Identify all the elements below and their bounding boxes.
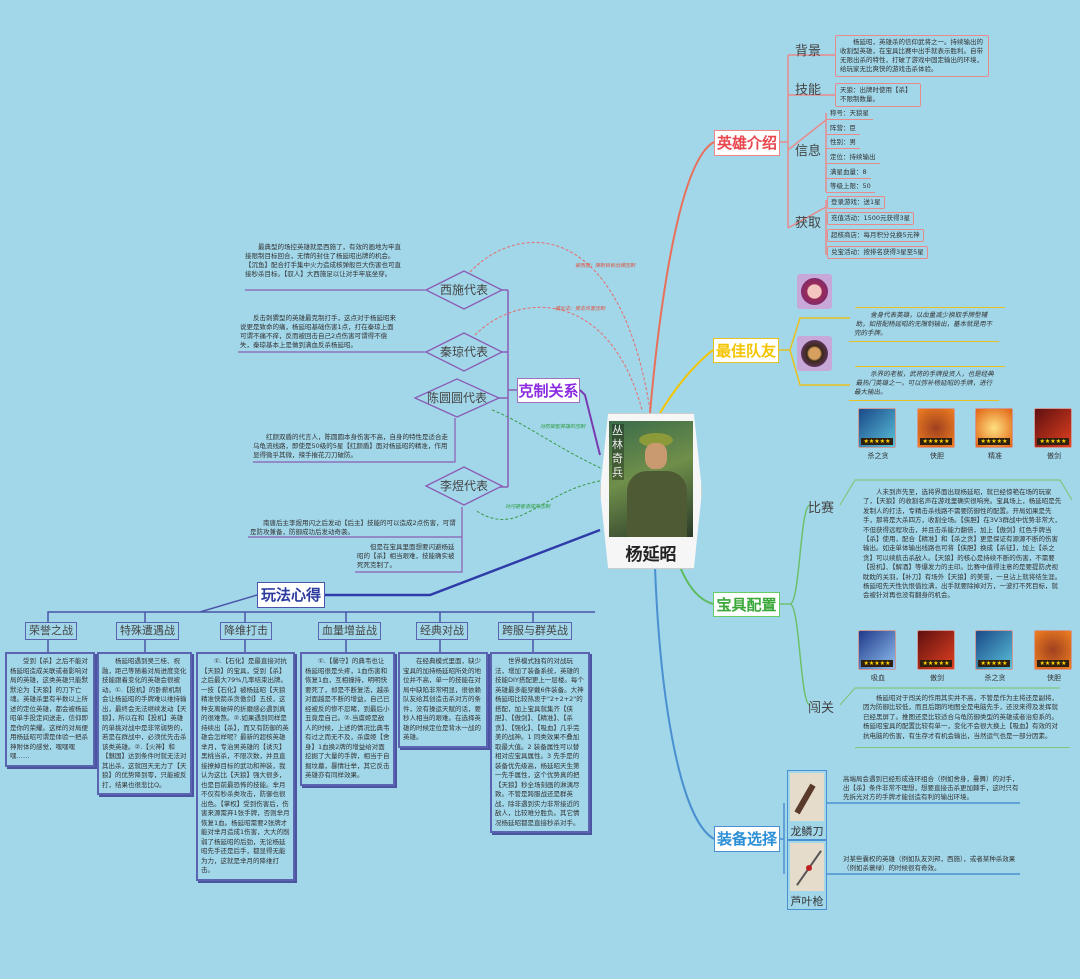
obtain-label: 获取: [795, 216, 822, 231]
treasure-jing-zhun: ★★★★★精准: [975, 408, 1015, 461]
background-label: 背景: [795, 44, 822, 59]
beret-shape: [639, 433, 673, 447]
counter-text: 反击刺猬型的英雄最克制打手，这点对于杨延昭来说更是致命的痛，杨延昭基础伤害1点，…: [240, 314, 396, 349]
obtain-item: 兑宝活动：按排名获得3星至5星: [827, 246, 928, 259]
tab-rongyu[interactable]: 荣誉之战: [25, 622, 77, 640]
stage-label: 闯关: [808, 701, 835, 716]
teammate-text: 舍身代表英雄，以血量减少换取手牌型辅助，如搭配杨延昭的无限制输出，基本就是用不完…: [848, 307, 1006, 342]
equipment-node[interactable]: 装备选择: [714, 826, 780, 852]
match-label: 比赛: [808, 501, 835, 516]
background-text: 杨延昭，英雄杀的信仰武将之一。持续输出的收割型英雄，在宝具比赛中出手就表示胜利。…: [835, 35, 989, 77]
info-title: 称号：天狼星: [826, 107, 873, 120]
info-camp: 阵营：臣: [826, 122, 860, 135]
tab-xueliang[interactable]: 血量增益战: [318, 622, 381, 640]
treasure-config-node[interactable]: 宝具配置: [713, 592, 780, 617]
center-hero-node[interactable]: 丛林奇兵 杨延昭: [600, 413, 702, 569]
counter-text: 南唐后主李煜用闪之后发动【后主】技能的可以造成2点伤害，可谓是防攻兼备，防御成功…: [250, 519, 456, 536]
equip-text: 高端局会遇到已经形成连环组合（例如舍身，曼舞）的对手，出【杀】条件非常不理想，想…: [843, 775, 1019, 801]
obtain-item: 超核商店：每月积分兑换5元神: [827, 229, 924, 242]
info-level: 等级上限：50: [826, 180, 875, 193]
teammate-text: 杀界的老板，武将的手牌投资人，也是经典最热门英雄之一，可以弥补杨延昭的手牌，进行…: [848, 366, 1006, 401]
play-text: 受到【杀】之后不能对杨延昭造成关联或者影响对局的英雄，这类英雄只能默默沦为【天狼…: [5, 652, 95, 767]
play-text: 世界模式独有的对战玩法，增加了装备系统，英雄的技能DIY搭配更上一层楼。每个英雄…: [490, 652, 590, 833]
stage-strategy-text: 杨延昭对于闯关的作用其实并不高，不管是作为主将还是副将，因为防御比较低，而且后期…: [855, 688, 1070, 749]
face-shape: [645, 443, 667, 469]
match-strategy-text: 人未到声先至，选将界面出现杨延昭，就已经惊艳在场的玩家了，【天狼】的收割名声在游…: [863, 488, 1062, 600]
body-shape: [627, 471, 687, 537]
play-text: 在经典模式里面，缺少宝具的加持杨延昭所处的地位并不高，单一的技能在对局中缺陷非常…: [398, 652, 488, 748]
treasure-ao-jian: ★★★★★傲剑: [917, 630, 957, 683]
equip-card-luyeqiang: 芦叶枪: [787, 840, 827, 910]
hero-portrait: 丛林奇兵: [609, 421, 693, 537]
counters-node[interactable]: 克制关系: [517, 378, 580, 403]
counter-note: 被反击：受击伤害压制: [555, 306, 606, 312]
obtain-item: 登录游戏：送1星: [827, 196, 885, 209]
tab-jiangwei[interactable]: 降维打击: [220, 622, 272, 640]
counter-note: 被西施：限制目标出牌压制: [575, 263, 636, 269]
best-teammates-node[interactable]: 最佳队友: [713, 338, 779, 363]
counter-text: 红颜双盾的代言人，陈圆圆本身伤害不高，自身的特性是适合走乌龟流线路，即使是50级…: [253, 433, 448, 459]
skill-label: 技能: [795, 83, 822, 98]
counter-note: 对闪避者造成的压制: [505, 504, 551, 510]
equip-card-longlindao: 龙鳞刀: [787, 770, 827, 840]
counter-liyu[interactable]: 李煜代表: [424, 466, 504, 506]
treasure-xia-dan: ★★★★★侠胆: [917, 408, 957, 461]
info-role: 定位：持续输出: [826, 151, 880, 164]
counter-text: 但是在宝具里面想要闪避杨延昭的【杀】相当艰难，技能确实被死死克制了。: [357, 543, 455, 569]
counter-qinqiong[interactable]: 秦琼代表: [424, 332, 504, 372]
counter-chenyuanyuan[interactable]: 陈圆圆代表: [413, 378, 501, 418]
play-text: 杨延昭遇到吴三桂、祝融，距己等随着对局进度变化技能跟着变化的英雄会很被动。①.【…: [97, 652, 192, 795]
play-experience-node[interactable]: 玩法心得: [257, 582, 325, 608]
info-hp: 满星血量：8: [826, 166, 871, 179]
male-hero-avatar: [797, 336, 832, 371]
treasure-sha-zhi-tan: ★★★★★杀之贪: [858, 408, 898, 461]
info-label: 信息: [795, 144, 822, 159]
counter-note: 对防御型英雄的压制: [540, 424, 586, 430]
hero-name: 杨延昭: [625, 545, 677, 565]
female-hero-avatar: [797, 274, 832, 309]
play-text: ①.【石化】是最直接对抗【天狼】的宝具，受到【杀】之后最大79%几率结束出牌。一…: [196, 652, 295, 881]
treasure-ao-jian: ★★★★★傲剑: [1034, 408, 1074, 461]
tab-kuafu[interactable]: 跨服与群英战: [498, 622, 572, 640]
obtain-item: 充值活动：1500元获得3星: [827, 212, 915, 225]
play-text: ①.【馨守】的典韦也让杨延昭很是头疼，1血伤害和恢复1血，互相撞持，明明快要死了…: [300, 652, 395, 786]
tab-teshu[interactable]: 特殊遭遇战: [116, 622, 179, 640]
info-gender: 性别：男: [826, 136, 860, 149]
equip-text: 对某些囊权的英雄（例如队友刘邦，西施），或者某种杀效果（例如杀蓑绿）的时候很有奇…: [843, 855, 1016, 872]
counter-xishi[interactable]: 西施代表: [424, 270, 504, 310]
counter-text: 最典型的场控英雄就是西施了，有效的画地为牢直接限制目标回合，无情的封住了杨延昭出…: [245, 243, 401, 278]
treasure-xi-xue: ★★★★★吸血: [858, 630, 898, 683]
skill-text: 天狼：出牌时使用【杀】不限制数量。: [835, 83, 921, 107]
treasure-xia-dan: ★★★★★侠胆: [1034, 630, 1074, 683]
tab-jingdian[interactable]: 经典对战: [416, 622, 468, 640]
portrait-caption: 丛林奇兵: [612, 424, 624, 480]
treasure-sha-zhi-tan: ★★★★★杀之贪: [975, 630, 1015, 683]
hero-intro-node[interactable]: 英雄介绍: [714, 130, 780, 156]
